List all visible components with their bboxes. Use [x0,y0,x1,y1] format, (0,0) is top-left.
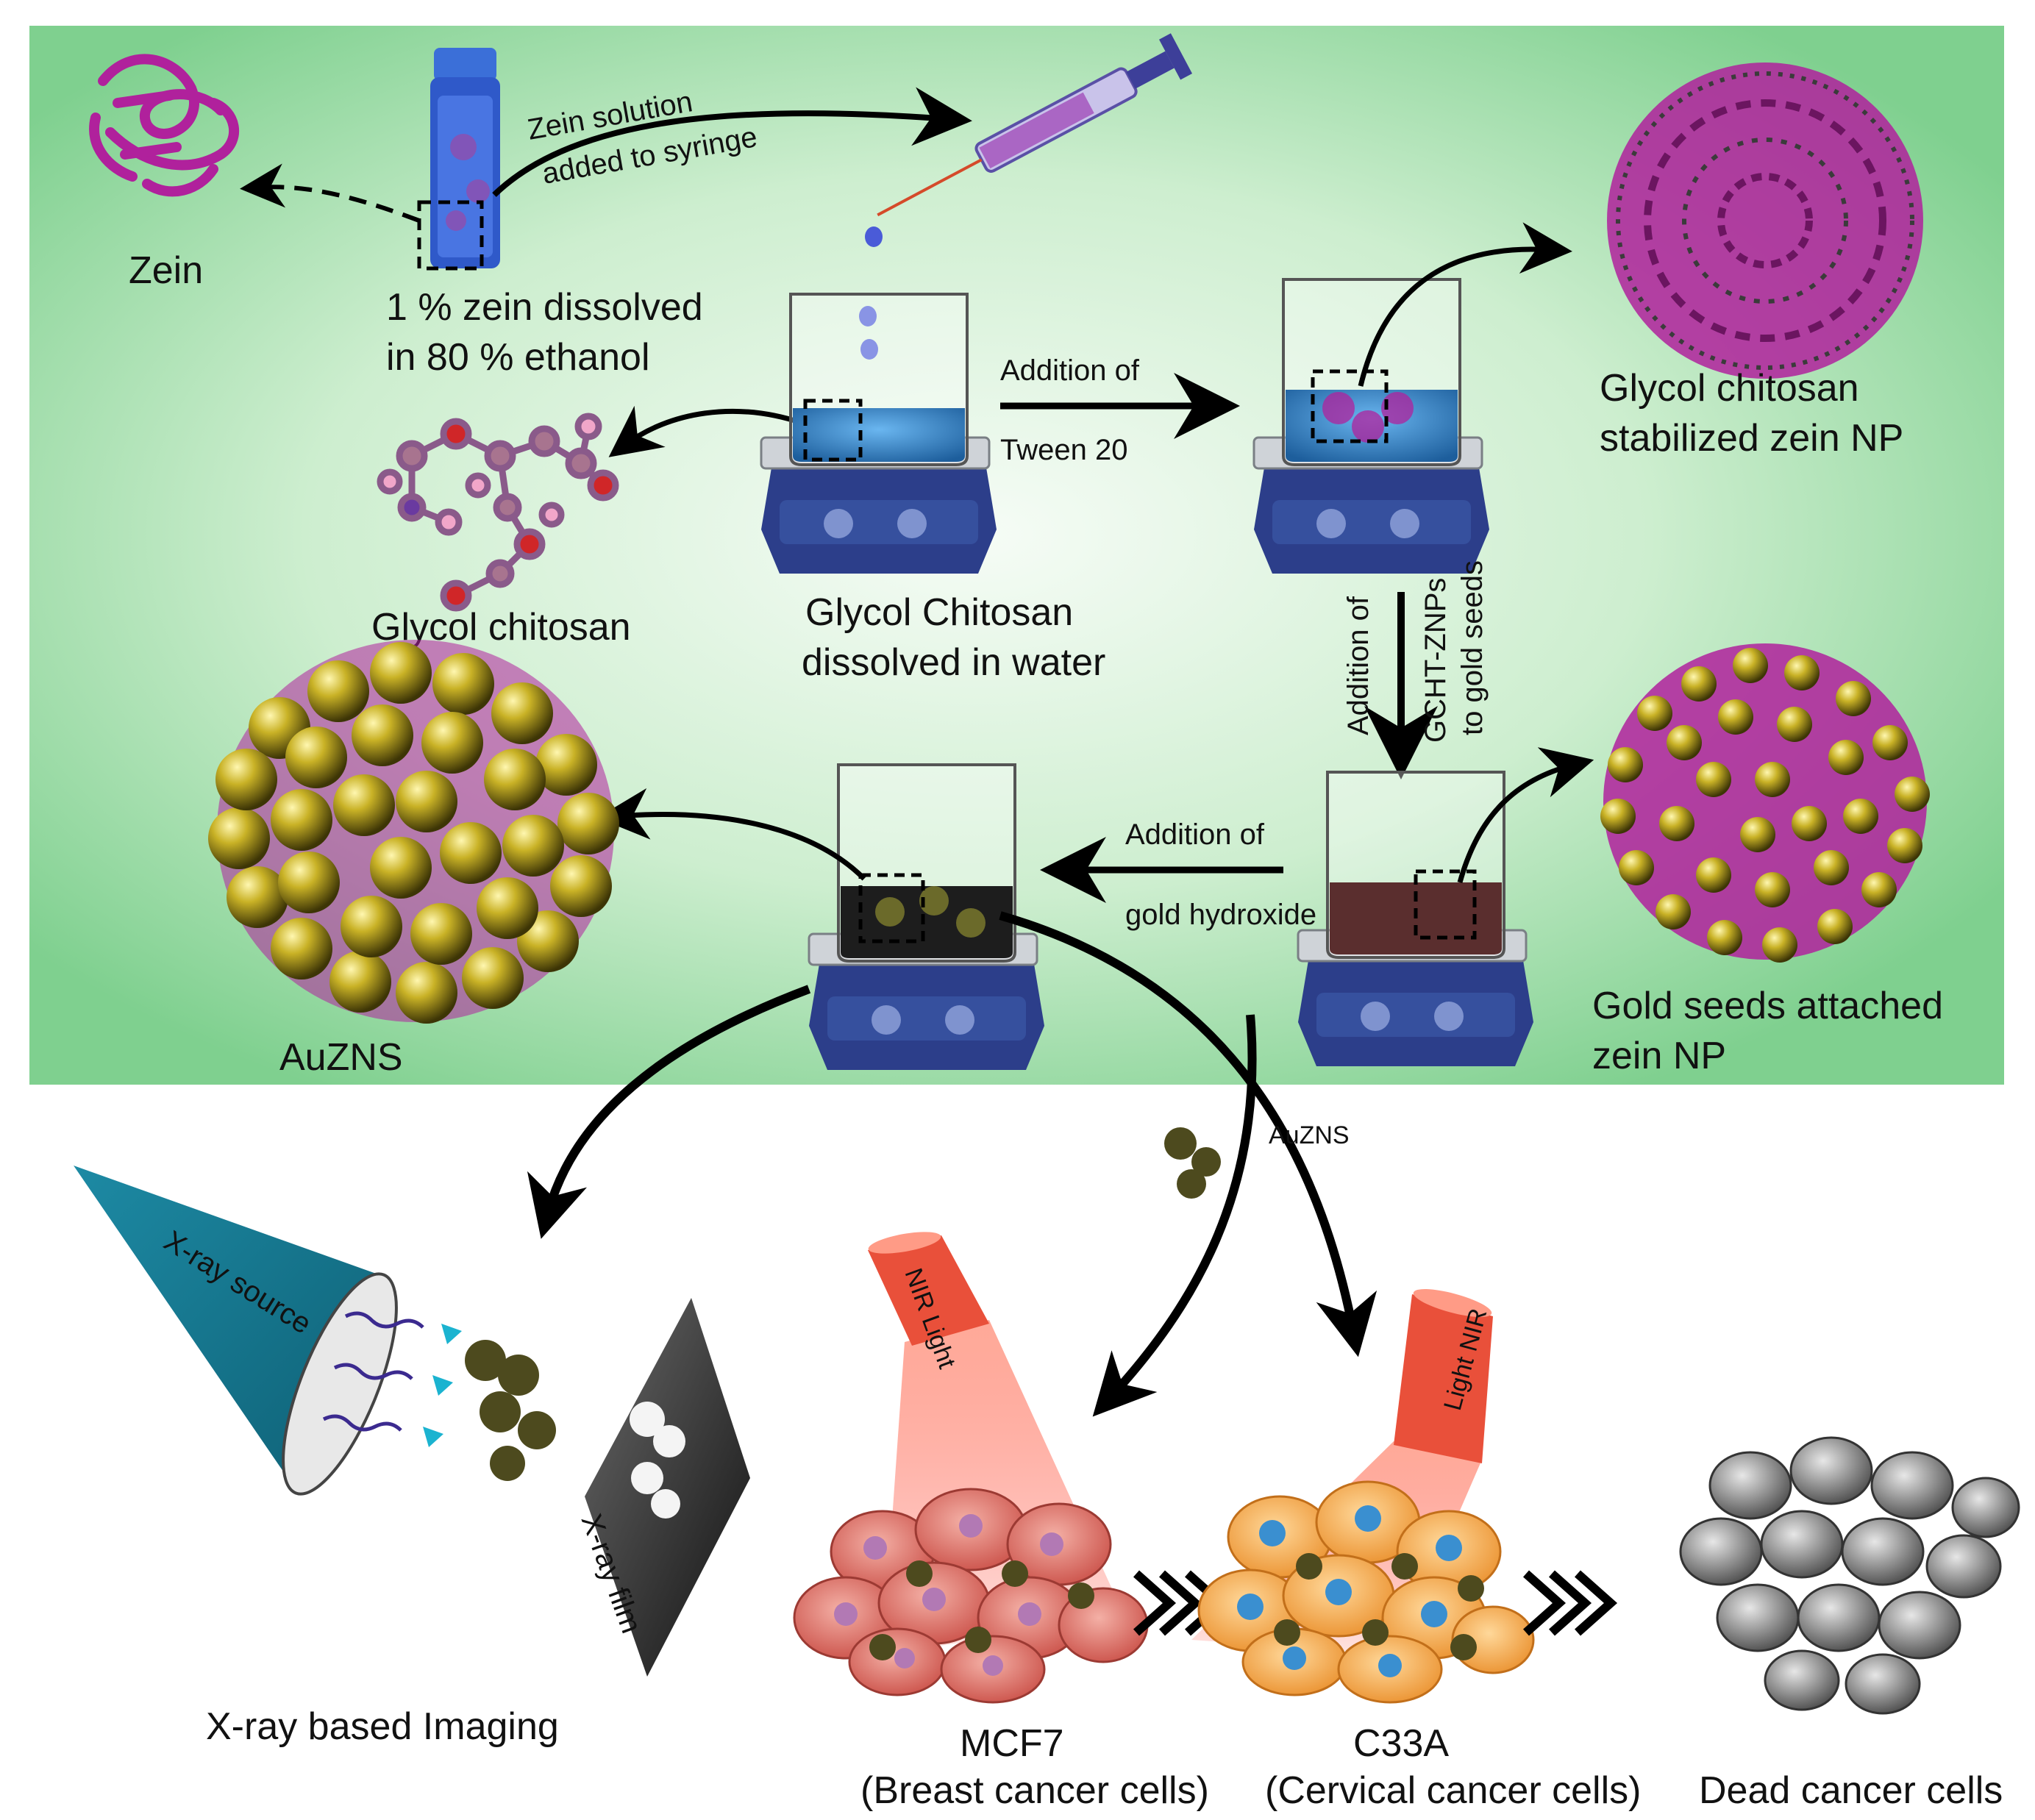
glycol-chitosan-molecule-icon [377,413,619,612]
xray-imaging-label: X-ray based Imaging [206,1705,559,1748]
beaker-stirrer-1 [760,293,997,574]
zein-zoom-box [417,200,484,271]
vial-to-syringe-arrow [492,87,972,197]
auzns-label: AuZNS [279,1036,403,1079]
zein-protein-icon [89,54,239,197]
addition-gcht-label-3: to gold seeds [1456,560,1489,735]
syringe-icon [877,33,1193,217]
zein-label: Zein [129,249,203,292]
gc-stabilized-label-2: stabilized zein NP [1600,417,1903,460]
mcf7-label-2: (Breast cancer cells) [860,1769,1209,1812]
beaker-stirrer-2 [1252,278,1489,574]
xray-film-icon [585,1298,750,1677]
beaker-stirrer-4 [808,763,1044,1070]
c33a-label-2: (Cervical cancer cells) [1265,1769,1641,1812]
dead-cells-label: Dead cancer cells [1699,1769,2003,1812]
beaker-to-chitosan-arrow [608,405,803,457]
addition-gcht-label-1: Addition of [1342,596,1375,735]
gc-dissolved-label-2: dissolved in water [802,641,1105,684]
beaker3-to-goldseed-arrow [1457,747,1594,883]
mcf7-auzns-particles [869,1560,1094,1660]
mcf7-nuclei [834,1514,1063,1676]
arrow-to-c33a [999,911,1378,1357]
gold-seeds-label-2: zein NP [1592,1035,1726,1077]
gc-stabilized-label-1: Glycol chitosan [1600,367,1859,410]
arrow-to-mcf7 [1092,1014,1257,1417]
c33a-auzns-particles [1274,1553,1484,1660]
addition-gold-label-2: gold hydroxide [1125,899,1316,931]
zein-dissolved-label-1: 1 % zein dissolved [386,286,703,329]
xray-source-icon [74,1166,462,1496]
addition-gcht-label-2: GCHT-ZNPs [1419,578,1452,743]
addition-of-tween-label-2: Tween 20 [1000,434,1127,466]
beaker4-to-auzns-arrow [597,788,866,881]
gold-seeds-label-1: Gold seeds attached [1592,985,1943,1027]
zein-zoom-arrow [240,163,421,223]
gold-seeds-zein-np-icon [1600,643,1930,963]
auzns-cluster-icon [208,640,619,1024]
gc-stabilized-zein-np-icon [1607,63,1923,379]
zein-vial-icon [430,48,500,268]
beaker-stirrer-3 [1297,771,1533,1066]
beaker2-to-np-arrow [1358,222,1572,387]
c33a-nuclei [1237,1505,1462,1677]
chevron-icon-2 [1523,1570,1618,1636]
c33a-label-1: C33A [1353,1722,1449,1765]
dead-cells-icon [1679,1436,2020,1715]
addition-gold-label-1: Addition of [1125,818,1265,851]
auzns-flow-label: AuZNS [1269,1121,1350,1149]
zein-dissolved-label-2: in 80 % ethanol [386,336,650,379]
xray-auzns-particles-icon [465,1340,556,1481]
droplet-1 [865,226,883,247]
auzns-particles-icon [1164,1127,1221,1199]
arrow-to-xray [527,985,811,1239]
mcf7-label-1: MCF7 [960,1722,1064,1765]
addition-of-tween-label-1: Addition of [1000,354,1140,387]
gc-dissolved-label-1: Glycol Chitosan [805,591,1073,634]
droplet-2 [859,306,877,326]
droplet-3 [860,339,878,360]
